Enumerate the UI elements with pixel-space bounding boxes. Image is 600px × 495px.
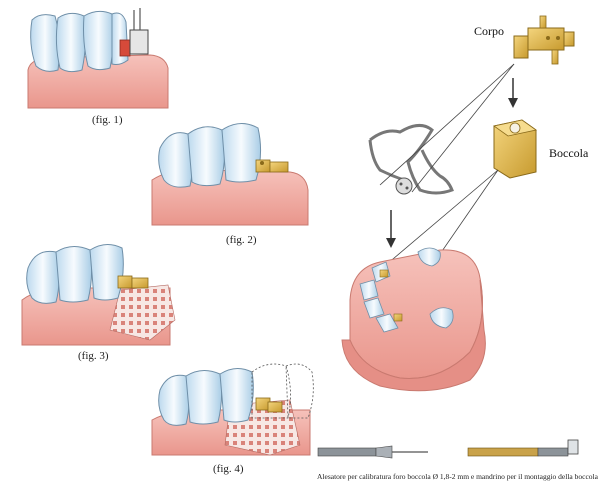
figure-2-illustration	[151, 123, 309, 226]
figure-4-caption: (fig. 4)	[213, 463, 244, 475]
figure-1-illustration	[27, 8, 169, 109]
figure-2-caption: (fig. 2)	[226, 234, 257, 246]
mandrel-tool	[467, 439, 579, 457]
corpo-component	[513, 15, 575, 65]
tools-footnote: Alesatore per calibratura foro boccola Ø…	[317, 472, 598, 481]
denture-frame-illustration	[368, 124, 454, 195]
figure-3-illustration	[21, 244, 176, 346]
jaw-model-illustration	[341, 247, 486, 392]
arrow-down-icon-2	[386, 210, 396, 248]
reamer-tool	[317, 445, 428, 459]
arrow-down-icon	[508, 78, 518, 108]
figure-4-illustration	[151, 363, 314, 456]
figure-1-caption: (fig. 1)	[92, 114, 123, 126]
boccola-component	[493, 119, 537, 179]
leader-lines	[379, 63, 515, 313]
corpo-label: Corpo	[474, 24, 504, 38]
boccola-label: Boccola	[549, 146, 589, 160]
figure-3-caption: (fig. 3)	[78, 350, 109, 362]
